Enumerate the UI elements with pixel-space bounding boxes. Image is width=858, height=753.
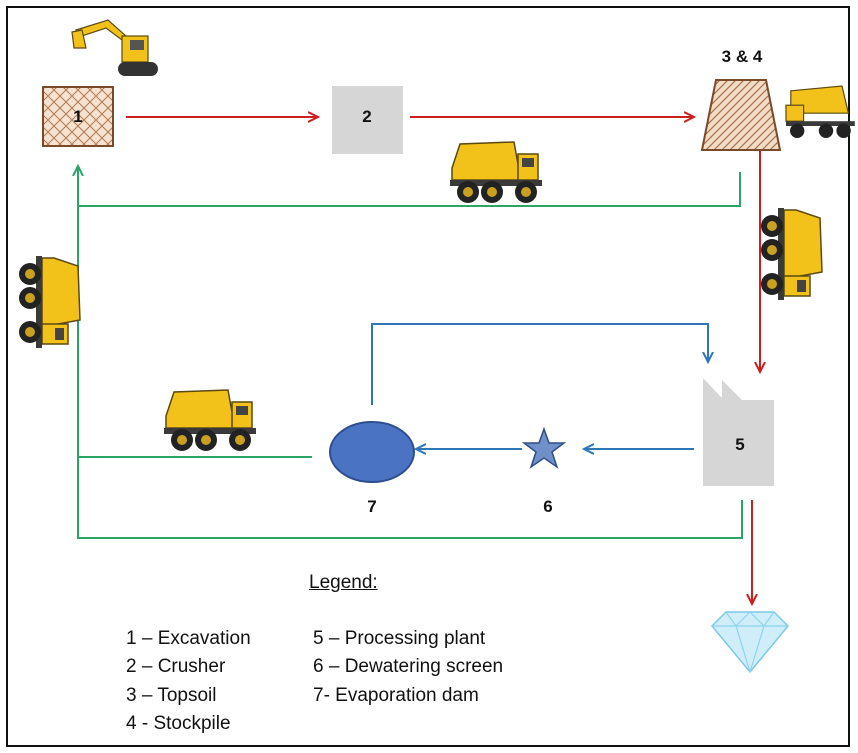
dewatering-screen-label: 6 — [543, 497, 552, 516]
dump-truck-icon — [163, 389, 257, 452]
dump-truck-icon — [18, 255, 81, 349]
flow-topsoil-return — [78, 172, 741, 207]
evaporation-dam-node — [329, 421, 415, 483]
star-icon — [521, 426, 567, 469]
flow-dam-to-plant — [371, 323, 708, 405]
processing-plant-label: 5 — [735, 435, 744, 454]
excavation-node — [42, 86, 114, 147]
crusher-label: 2 — [362, 107, 371, 126]
diamond-icon — [710, 611, 790, 674]
processing-plant-node — [703, 378, 774, 486]
crusher-node — [332, 86, 403, 154]
dump-truck-icon — [449, 141, 543, 204]
evaporation-dam-label: 7 — [367, 497, 376, 516]
flow-plant-return — [78, 166, 743, 539]
dump-truck-icon — [785, 85, 855, 138]
excavation-label: 1 — [73, 107, 82, 126]
topsoil-stockpile-node — [700, 79, 782, 151]
excavator-icon — [71, 19, 158, 76]
topsoil-stockpile-label: 3 & 4 — [722, 47, 763, 66]
dump-truck-icon — [760, 207, 823, 301]
